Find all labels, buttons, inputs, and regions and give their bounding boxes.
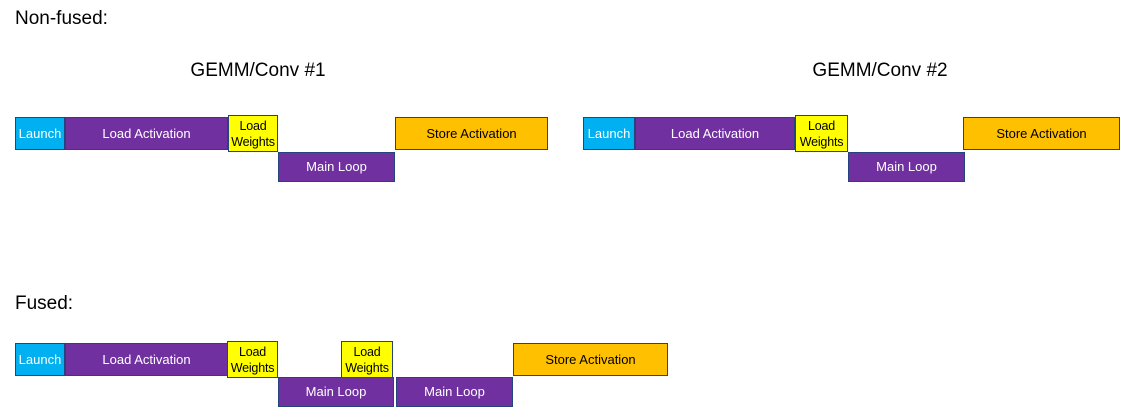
block-store-activation: Store Activation <box>963 117 1120 150</box>
block-main-loop: Main Loop <box>848 152 965 182</box>
block-main-loop: Main Loop <box>396 377 513 407</box>
block-load-weights: Load Weights <box>228 115 278 152</box>
block-load-weights: Load Weights <box>227 341 278 378</box>
block-load-activation: Load Activation <box>635 117 795 150</box>
block-load-activation: Load Activation <box>65 117 228 150</box>
block-load-weights: Load Weights <box>795 115 848 152</box>
gemm-conv-1-header: GEMM/Conv #1 <box>190 60 326 81</box>
block-launch: Launch <box>15 343 65 376</box>
block-store-activation: Store Activation <box>513 343 668 376</box>
block-main-loop: Main Loop <box>278 377 394 407</box>
block-launch: Launch <box>15 117 65 150</box>
fused-title: Fused: <box>15 293 74 314</box>
block-store-activation: Store Activation <box>395 117 548 150</box>
block-main-loop: Main Loop <box>278 152 395 182</box>
block-load-activation: Load Activation <box>65 343 228 376</box>
block-launch: Launch <box>583 117 635 150</box>
gemm-conv-2-header: GEMM/Conv #2 <box>812 60 948 81</box>
non-fused-title: Non-fused: <box>15 8 108 29</box>
block-load-weights: Load Weights <box>341 341 393 378</box>
